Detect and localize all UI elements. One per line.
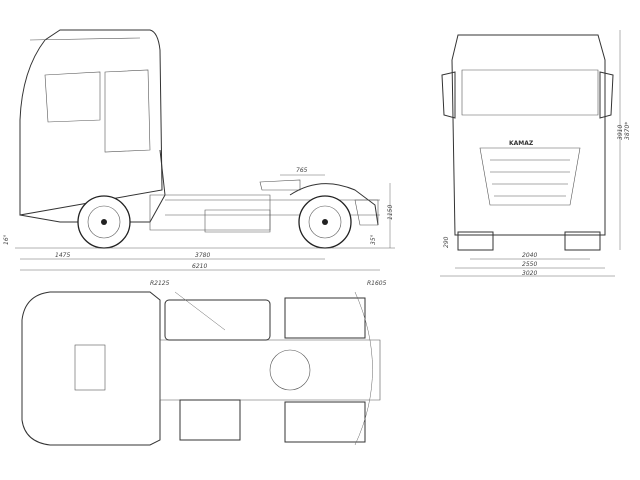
side-view: 765 1150 16° 35° 1475 3780 6210 xyxy=(3,29,395,271)
fifth-wheel xyxy=(269,349,311,391)
rear-left-wheels-top xyxy=(284,297,366,339)
dim-height-alt: 3870* xyxy=(624,122,631,140)
dim-wheelbase: 3780 xyxy=(195,252,210,259)
dim-width: 2550 xyxy=(522,261,537,268)
roof-hatch xyxy=(74,344,106,391)
dim-overall-length: 6210 xyxy=(192,263,207,270)
front-view: KAMAZ 3910 3870* 290 2040 2550 3020 xyxy=(440,30,631,277)
front-right-wheels xyxy=(564,231,601,251)
kamaz-logo: KAMAZ xyxy=(509,140,534,147)
top-view: R2125 R1605 xyxy=(21,280,387,446)
fuel-tank xyxy=(164,299,271,341)
dim-fifth-wheel-height: 1150 xyxy=(387,205,394,220)
dim-approach-angle: 16° xyxy=(3,234,10,245)
dim-turning-radius-rear: R1605 xyxy=(367,280,387,287)
dim-front-overhang: 1475 xyxy=(55,252,70,259)
dim-ground-clearance: 290 xyxy=(443,236,450,248)
dim-height: 3910 xyxy=(617,125,624,140)
dim-departure-angle: 35° xyxy=(370,234,377,245)
front-left-wheels xyxy=(457,231,494,251)
dim-fifth-wheel-offset: 765 xyxy=(296,167,308,174)
rear-right-wheels-top xyxy=(284,401,366,443)
battery-box xyxy=(179,399,241,441)
dim-turning-radius-front: R2125 xyxy=(150,280,170,287)
dim-width-mirrors: 3020 xyxy=(522,270,537,277)
dim-track: 2040 xyxy=(522,252,537,259)
